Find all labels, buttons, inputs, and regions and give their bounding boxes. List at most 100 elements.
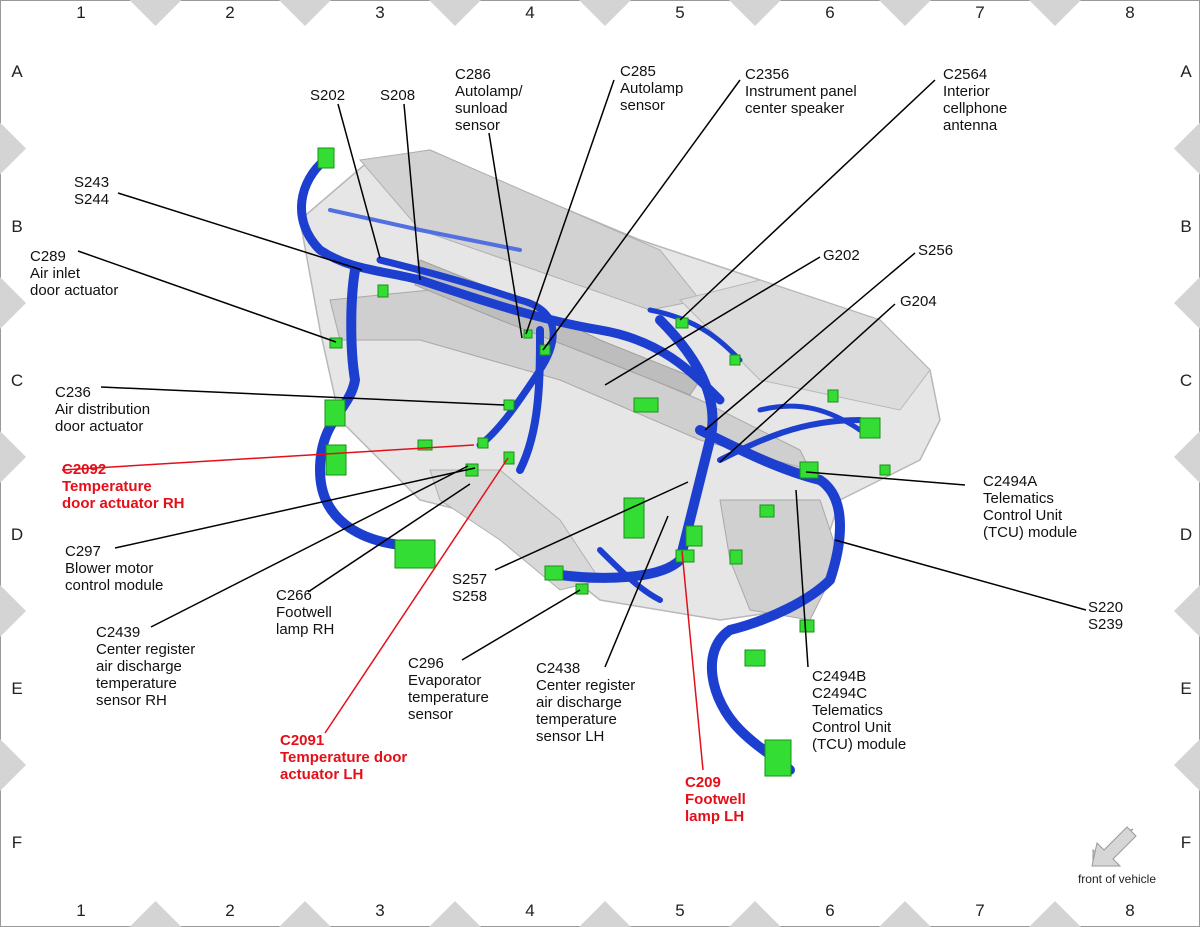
callout-line: S208 (380, 87, 415, 104)
grid-marker (729, 0, 781, 26)
callout-line: Temperature door (280, 749, 407, 766)
grid-column-label: 7 (975, 901, 984, 920)
callout-line: control module (65, 577, 163, 594)
grid-marker (0, 739, 26, 791)
callout-line: S244 (74, 191, 109, 208)
callout-s256: S256 (918, 242, 953, 259)
connectors (317, 147, 891, 777)
callout-line: S243 (74, 174, 109, 191)
callout-line: Evaporator (408, 672, 481, 689)
callout-line: Center register (536, 677, 635, 694)
callout-line: Footwell (276, 604, 332, 621)
callout-line: sensor (455, 117, 500, 134)
callout-line: antenna (943, 117, 998, 134)
grid-column-label: 1 (76, 3, 85, 22)
grid-column-label: 7 (975, 3, 984, 22)
callout-line: Telematics (812, 702, 883, 719)
grid-column-label: 3 (375, 901, 384, 920)
grid-column-label: 8 (1125, 3, 1134, 22)
leader-lines-red (61, 444, 704, 771)
grid-marker (429, 0, 481, 26)
callout-line: air discharge (96, 658, 182, 675)
callout-line: C2494C (812, 685, 867, 702)
grid-row-label: D (1180, 525, 1192, 544)
callout-line: S257 (452, 571, 487, 588)
grid-marker (279, 901, 331, 927)
grid-column-label: 2 (225, 3, 234, 22)
grid-marker (1174, 122, 1200, 175)
grid-marker (1029, 0, 1081, 26)
grid-marker (279, 0, 331, 26)
grid-marker (879, 901, 931, 927)
grid-column-label: 8 (1125, 901, 1134, 920)
grid-column-label: 6 (825, 901, 834, 920)
grid-row-label: E (11, 679, 22, 698)
grid-row-label: A (11, 62, 23, 81)
callout-line: Control Unit (983, 507, 1063, 524)
callout-line: cellphone (943, 100, 1007, 117)
callout-line: sensor (408, 706, 453, 723)
callout-line: Instrument panel (745, 83, 857, 100)
grid-row-label: F (1181, 833, 1191, 852)
grid-column-label: 1 (76, 901, 85, 920)
callout-s202: S202 (310, 87, 345, 104)
callout-line: C285 (620, 63, 656, 80)
grid-row-label: E (1180, 679, 1191, 698)
callout-s208: S208 (380, 87, 415, 104)
callout-line: C209 (685, 774, 721, 791)
callout-line: (TCU) module (812, 736, 906, 753)
callout-line: Footwell (685, 791, 746, 808)
callout-line: lamp LH (685, 808, 744, 825)
grid-row-label: C (1180, 371, 1192, 390)
callout-line: door actuator RH (62, 495, 185, 512)
callout-line: temperature (536, 711, 617, 728)
grid-row-label: A (1180, 62, 1192, 81)
callout-line: lamp RH (276, 621, 334, 638)
front-of-vehicle-label: front of vehicle (1078, 872, 1156, 886)
grid-row-label: B (11, 217, 22, 236)
grid-marker (0, 122, 26, 175)
callout-line: S239 (1088, 616, 1123, 633)
callout-line: (TCU) module (983, 524, 1077, 541)
grid-row-label: C (11, 371, 23, 390)
grid-column-label: 6 (825, 3, 834, 22)
grid-marker (429, 901, 481, 927)
instrument-panel-body (299, 149, 941, 621)
callout-line: S258 (452, 588, 487, 605)
grid-marker (1174, 585, 1200, 637)
callout-line: C286 (455, 66, 491, 83)
callout-line: G204 (900, 293, 937, 310)
grid-marker (1174, 277, 1200, 329)
grid-marker (0, 277, 26, 329)
callout-line: C2494A (983, 473, 1037, 490)
callout-line: C2564 (943, 66, 987, 83)
callout-line: Air distribution (55, 401, 150, 418)
leader-lines (77, 79, 1087, 668)
callout-line: C266 (276, 587, 312, 604)
grid-row-label: B (1180, 217, 1191, 236)
grid-marker (579, 0, 631, 26)
callout-g204: G204 (900, 293, 937, 310)
callout-line: center speaker (745, 100, 844, 117)
callout-g202: G202 (823, 247, 860, 264)
callout-line: Autolamp/ (455, 83, 523, 100)
grid-marker (1029, 901, 1081, 927)
callout-line: C2438 (536, 660, 580, 677)
callout-line: Interior (943, 83, 990, 100)
callout-line: Autolamp (620, 80, 683, 97)
callout-line: C236 (55, 384, 91, 401)
callout-line: sunload (455, 100, 508, 117)
front-of-vehicle-arrow: front of vehicle (1078, 826, 1156, 886)
